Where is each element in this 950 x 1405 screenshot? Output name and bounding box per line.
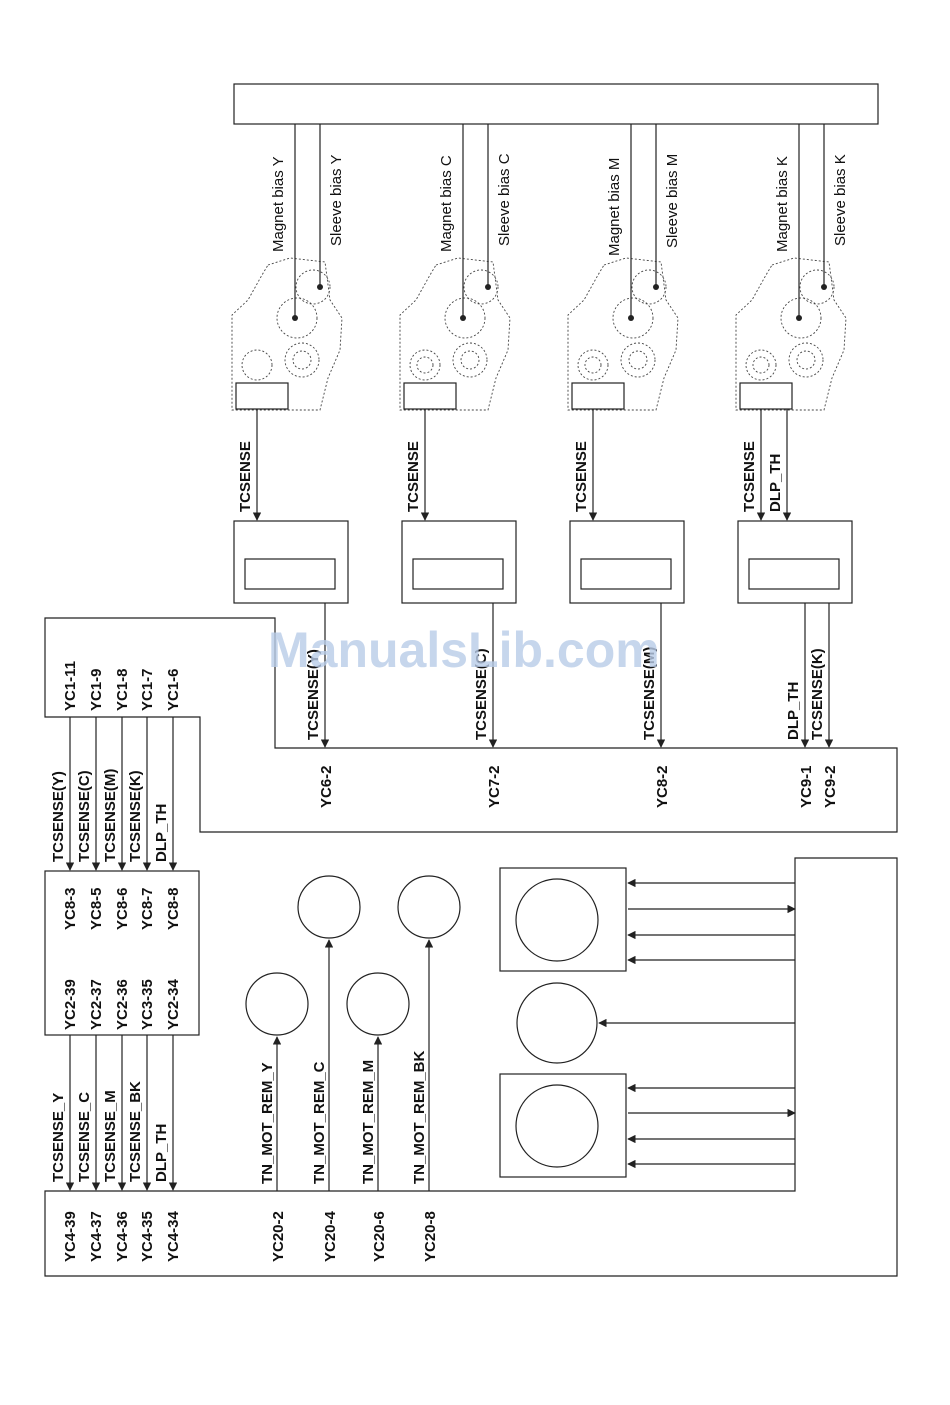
tn-mot-rem-bk-signal: TN_MOT_REM_BK xyxy=(411,1050,428,1184)
main-pwb-lower-outline xyxy=(44,857,898,1277)
yc9-1-connector: YC9-1 xyxy=(798,765,815,808)
yc8-7-pin: YC8-7 xyxy=(139,887,156,930)
yc7-2-connector: YC7-2 xyxy=(486,765,503,808)
tcsense-c-signal: TCSENSE xyxy=(405,441,422,512)
toner-motor-m xyxy=(346,972,410,1036)
developer-unit-k xyxy=(735,257,847,411)
sleeve-bias-m-label: Sleeve bias M xyxy=(664,154,681,248)
yc1-8-pin: YC1-8 xyxy=(114,668,131,711)
yc1-11-pin: YC1-11 xyxy=(62,661,79,711)
sleeve-bias-y-label: Sleeve bias Y xyxy=(328,155,345,246)
yc4-35-pin: YC4-35 xyxy=(139,1211,156,1262)
yc8-5-pin: YC8-5 xyxy=(88,887,105,930)
dlp-th-k-signal: DLP_TH xyxy=(767,454,784,512)
toner-sensor-c xyxy=(403,382,457,410)
magnet-bias-c-label: Magnet bias C xyxy=(438,155,455,252)
yc20-6-pin: YC20-6 xyxy=(371,1211,388,1262)
tn-mot-rem-y-signal: TN_MOT_REM_Y xyxy=(259,1062,276,1184)
yc9-2-connector: YC9-2 xyxy=(822,765,839,808)
magnet-bias-m-label: Magnet bias M xyxy=(606,158,623,256)
tn-mot-rem-m-signal: TN_MOT_REM_M xyxy=(360,1060,377,1184)
yc4-36-pin: YC4-36 xyxy=(114,1211,131,1262)
tcsense-y-output: TCSENSE(Y) xyxy=(305,649,322,740)
yc20-4-pin: YC20-4 xyxy=(322,1210,339,1262)
yc20-8-pin: YC20-8 xyxy=(422,1211,439,1262)
bias-wires xyxy=(292,124,827,321)
dlp-th-k-output: DLP_TH xyxy=(785,682,802,740)
yc2-39-pin: YC2-39 xyxy=(62,979,79,1030)
sleeve-bias-c-label: Sleeve bias C xyxy=(496,153,513,246)
sleeve-bias-k-label: Sleeve bias K xyxy=(832,154,849,246)
developer-unit-c xyxy=(399,257,511,411)
tcsense-y-upper: TCSENSE(Y) xyxy=(50,771,67,862)
relay-output-arrows xyxy=(320,603,834,748)
drive-motor-wires xyxy=(598,878,796,1169)
relay-board-y xyxy=(233,520,349,604)
tcsense-k-signal: TCSENSE xyxy=(741,441,758,512)
tcsense-bk-lower: TCSENSE_BK xyxy=(127,1081,144,1182)
toner-motor-y xyxy=(245,972,309,1036)
tcsense-c-lower: TCSENSE_C xyxy=(76,1092,93,1182)
tcsense-m-lower: TCSENSE_M xyxy=(102,1090,119,1182)
tcsense-c-upper: TCSENSE(C) xyxy=(76,770,93,862)
relay-board-k xyxy=(737,520,853,604)
tcsense-m-signal: TCSENSE xyxy=(573,441,590,512)
toner-sensor-k xyxy=(739,382,793,410)
yc8-2-connector: YC8-2 xyxy=(654,765,671,808)
magnet-bias-k-label: Magnet bias K xyxy=(774,156,791,252)
tcsense-c-output: TCSENSE(C) xyxy=(473,648,490,740)
tcsense-m-upper: TCSENSE(M) xyxy=(102,769,119,862)
engine-pwb xyxy=(44,870,200,1036)
toner-motor-c xyxy=(297,875,361,939)
tcsense-k-output: TCSENSE(K) xyxy=(809,648,826,740)
tcsense-y-signal: TCSENSE xyxy=(237,441,254,512)
dlp-th-upper: DLP_TH xyxy=(153,804,170,862)
magnet-bias-y-label: Magnet bias Y xyxy=(270,156,287,252)
dlp-th-lower: DLP_TH xyxy=(153,1124,170,1182)
watermark: ManualsLib.com xyxy=(268,622,660,678)
yc1-7-pin: YC1-7 xyxy=(139,668,156,711)
yc3-35-pin: YC3-35 xyxy=(139,979,156,1030)
yc2-37-pin: YC2-37 xyxy=(88,979,105,1030)
tcsense-k-upper: TCSENSE(K) xyxy=(127,770,144,862)
tcsense-m-output: TCSENSE(M) xyxy=(641,647,658,740)
yc4-39-pin: YC4-39 xyxy=(62,1211,79,1262)
relay-board-m xyxy=(569,520,685,604)
toner-sensor-m xyxy=(571,382,625,410)
yc4-37-pin: YC4-37 xyxy=(88,1211,105,1262)
drive-motor-middle xyxy=(516,982,598,1064)
sensor-signal-arrows xyxy=(252,409,792,521)
motor-control-wires xyxy=(272,939,434,1191)
yc20-2-pin: YC20-2 xyxy=(270,1211,287,1262)
lower-signal-wires xyxy=(65,1035,178,1191)
yc8-8-pin: YC8-8 xyxy=(165,887,182,930)
yc8-3-pin: YC8-3 xyxy=(62,887,79,930)
high-voltage-board xyxy=(233,83,879,125)
relay-board-c xyxy=(401,520,517,604)
yc2-36-pin: YC2-36 xyxy=(114,979,131,1030)
drive-motor-upper xyxy=(499,867,627,972)
yc2-34-pin: YC2-34 xyxy=(165,978,182,1030)
yc4-34-pin: YC4-34 xyxy=(165,1210,182,1262)
yc1-9-pin: YC1-9 xyxy=(88,668,105,711)
yc1-6-pin: YC1-6 xyxy=(165,668,182,711)
main-pwb-upper-outline xyxy=(44,617,898,833)
yc6-2-connector: YC6-2 xyxy=(318,765,335,808)
toner-sensor-y xyxy=(235,382,289,410)
upper-signal-wires xyxy=(65,717,178,871)
drive-motor-lower xyxy=(499,1073,627,1178)
developer-unit-m xyxy=(567,257,679,411)
tn-mot-rem-c-signal: TN_MOT_REM_C xyxy=(311,1061,328,1184)
tcsense-y-lower: TCSENSE_Y xyxy=(50,1093,67,1182)
toner-motor-bk xyxy=(397,875,461,939)
yc8-6-pin: YC8-6 xyxy=(114,887,131,930)
developer-unit-y xyxy=(231,257,343,411)
